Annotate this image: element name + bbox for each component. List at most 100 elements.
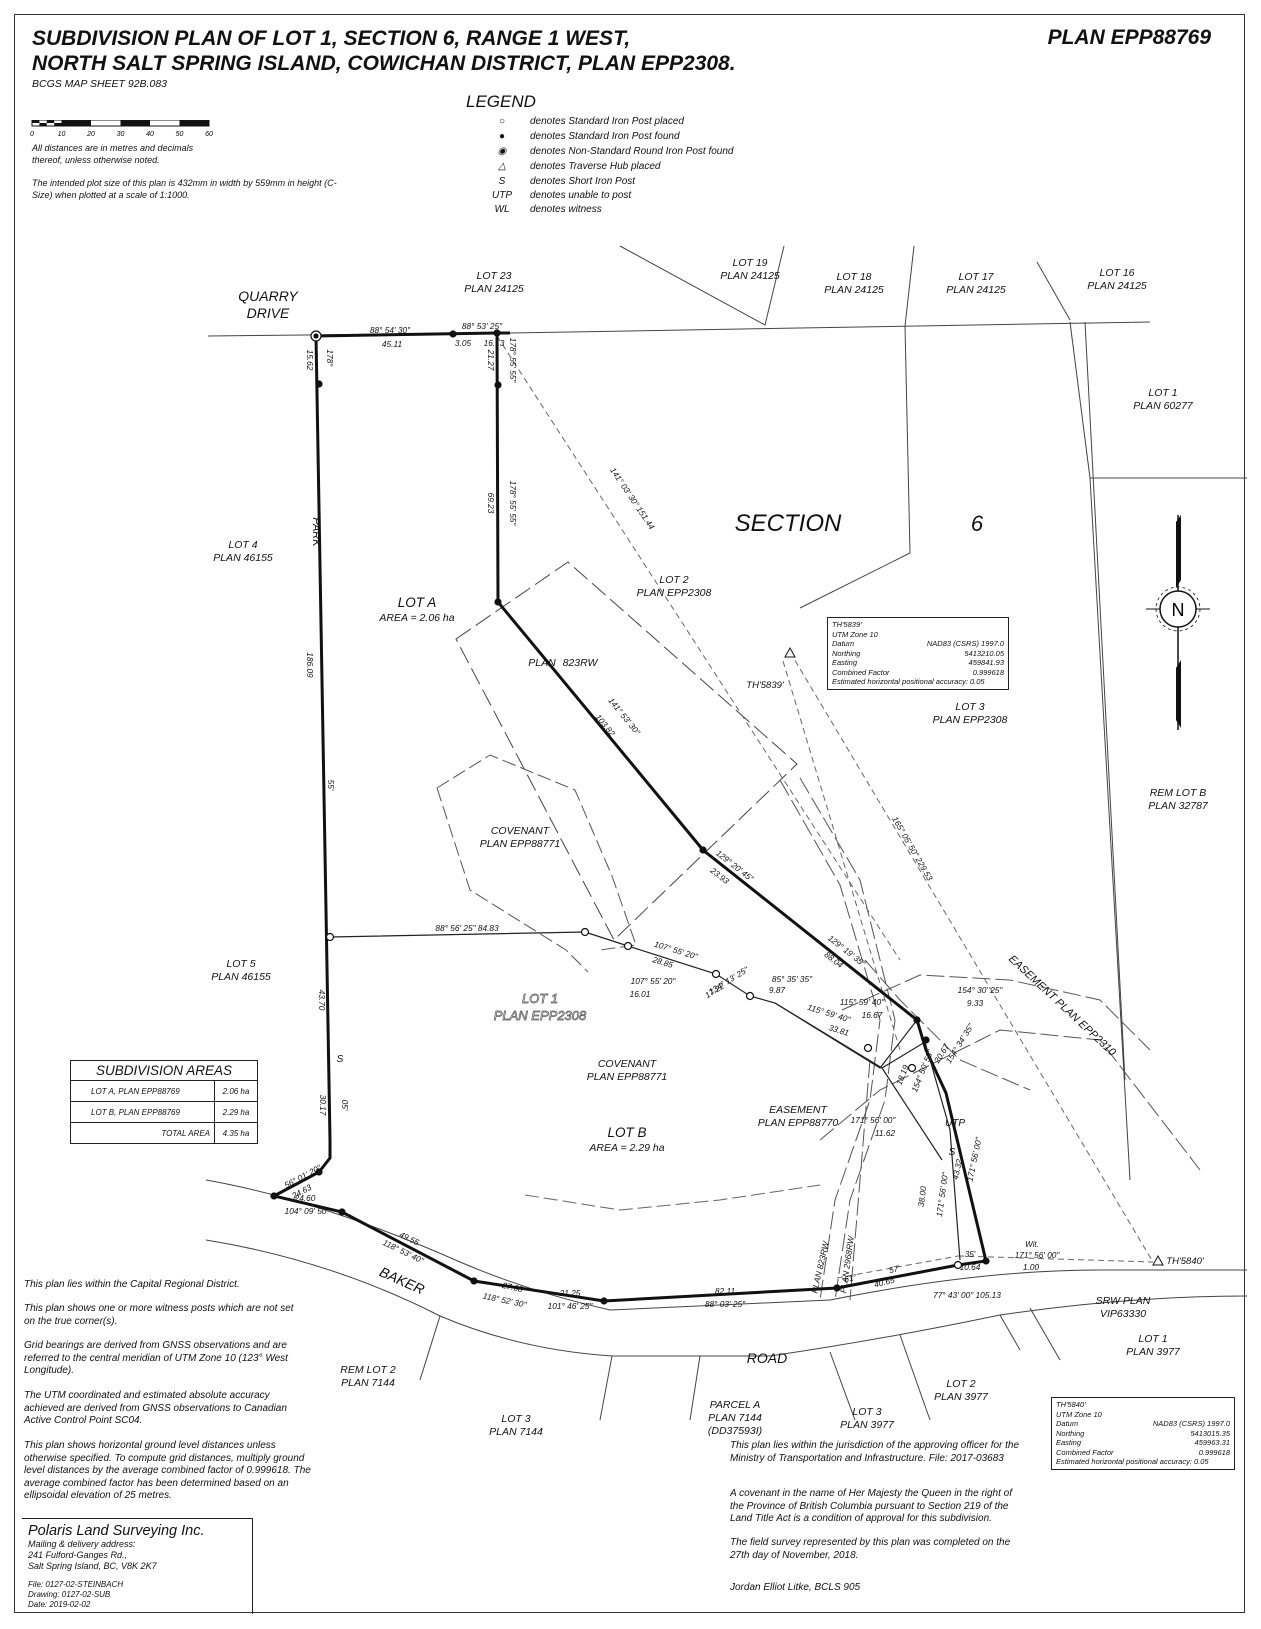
bearing-label: 57' xyxy=(888,1263,901,1275)
lot-label: LOT 4 xyxy=(228,539,257,551)
distance-label: 28.85 xyxy=(651,954,675,970)
note: This plan shows horizontal ground level … xyxy=(24,1440,311,1501)
lot-label: LOT 3 xyxy=(955,701,984,713)
plan-823rw-label: PLAN xyxy=(528,657,556,669)
note: This plan lies within the jurisdiction o… xyxy=(730,1440,1020,1464)
areas-title: SUBDIVISION AREAS xyxy=(71,1061,257,1081)
covenant-label: PLAN EPP88771 xyxy=(480,838,561,850)
post-placed-icon: ○ xyxy=(498,116,506,127)
bearing-label: 35' xyxy=(965,1249,976,1259)
bearing-label: 88° 53' 25" xyxy=(462,321,503,331)
ghost-lot-label: LOT 1 xyxy=(522,991,558,1006)
bearing-label: 77° 43' 00" 105.13 xyxy=(933,1290,1001,1300)
section-label: SECTION xyxy=(735,510,842,537)
distance-label: 16.67 xyxy=(862,1010,883,1020)
note: This plan lies within the Capital Region… xyxy=(24,1279,240,1290)
bearing-label: 101° 46' 25" xyxy=(548,1301,594,1311)
north-label: N xyxy=(1172,600,1185,620)
short-post-label: S xyxy=(949,1147,956,1158)
srw-label: SRW PLAN xyxy=(1096,1295,1151,1307)
bearing-label: 115° 59' 40" xyxy=(840,997,885,1007)
note: The UTM coordinated and estimated absolu… xyxy=(24,1390,287,1426)
utm-title: TH'5840' xyxy=(1056,1400,1086,1409)
parcel-label: (DD37593I) xyxy=(708,1425,762,1437)
lot-label: LOT 1 xyxy=(1138,1333,1167,1345)
company-name: Polaris Land Surveying Inc. xyxy=(28,1523,205,1539)
distance-label: 3.05 xyxy=(455,338,472,348)
road-plan-label: PLAN 823RW xyxy=(809,1240,831,1295)
legend-item: △denotes Traverse Hub placed xyxy=(474,161,660,172)
distance-label: 103.82 xyxy=(593,712,617,738)
covenant-label: COVENANT xyxy=(491,825,551,837)
distance-label: 16.01 xyxy=(630,989,651,999)
utm-accuracy: Estimated horizontal positional accuracy… xyxy=(832,677,985,686)
utm-zone: UTM Zone 10 xyxy=(832,629,878,639)
bearing-label: 55' xyxy=(326,780,336,791)
quarry-drive-label: DRIVE xyxy=(247,305,290,321)
scale-bar: 0 10 20 30 40 50 60 xyxy=(30,120,213,138)
utp-symbol: UTP xyxy=(492,190,512,201)
short-post-label: S xyxy=(337,1054,344,1065)
distance-label: 45.11 xyxy=(382,339,402,349)
lot-label: LOT 1 xyxy=(1148,387,1177,399)
parcel-label: PARCEL A xyxy=(710,1399,761,1411)
distance-label: 69.23 xyxy=(486,493,496,514)
bearing-label: 171° 56' 00" xyxy=(851,1115,897,1125)
lot-label: LOT 19 xyxy=(732,257,767,269)
bearing-label: 107° 55' 20" xyxy=(631,976,677,986)
utp-label: UTP xyxy=(945,1118,965,1129)
distance-label: 9.33 xyxy=(967,998,984,1008)
bearing-label: 05' xyxy=(340,1100,350,1111)
lot-label: PLAN 24125 xyxy=(946,284,1006,296)
distance-label: 10.64 xyxy=(960,1262,981,1272)
park-label: PARK xyxy=(310,517,322,547)
section-number: 6 xyxy=(971,511,984,536)
lot-label: REM LOT B xyxy=(1150,787,1207,799)
lot-label: PLAN 46155 xyxy=(213,552,273,564)
traverse-hub-icon xyxy=(1152,1254,1164,1266)
parcel-label: PLAN 7144 xyxy=(708,1412,762,1424)
distance-label: 33.81 xyxy=(827,1022,850,1038)
distance-label: 40.65 xyxy=(873,1275,896,1290)
lot-label: PLAN 3977 xyxy=(840,1419,895,1431)
distance-note: All distances are in metres and decimals… xyxy=(32,143,194,165)
th-label: TH'5839' xyxy=(746,680,785,691)
lot-label: LOT 3 xyxy=(501,1413,530,1425)
lot-label: PLAN 24125 xyxy=(824,284,884,296)
lot-label: LOT 3 xyxy=(852,1406,881,1418)
bearing-label: 88° 54' 30" xyxy=(370,325,411,335)
scale-tick-20: 20 xyxy=(86,131,95,138)
lot-label: LOT 5 xyxy=(226,958,255,970)
lot-label: LOT 2 xyxy=(946,1378,975,1390)
bearing-label: 178° 55' 55" xyxy=(508,481,518,527)
scale-tick-40: 40 xyxy=(146,131,154,138)
distance-label: 21.27 xyxy=(486,349,496,371)
distance-label: 21.25 xyxy=(559,1288,581,1298)
utm-zone: UTM Zone 10 xyxy=(1056,1409,1102,1419)
lot-label: REM LOT 2 xyxy=(340,1364,396,1376)
lot-label: PLAN 32787 xyxy=(1148,800,1209,812)
title-line-2: NORTH SALT SPRING ISLAND, COWICHAN DISTR… xyxy=(32,52,736,75)
lot-label: PLAN 7144 xyxy=(341,1377,395,1389)
lot-a-area: AREA = 2.06 ha xyxy=(378,612,454,624)
distance-label: 186.09 xyxy=(305,652,315,678)
lot-label: PLAN EPP2308 xyxy=(637,587,712,599)
scale-tick-30: 30 xyxy=(117,131,125,138)
legend-item: ●denotes Standard Iron Post found xyxy=(474,131,680,142)
bearing-label: 88° 56' 25" 84.83 xyxy=(435,923,499,933)
traverse-hub-icon: △ xyxy=(498,161,506,172)
scale-tick-0: 0 xyxy=(30,131,34,138)
scale-tick-10: 10 xyxy=(58,131,66,138)
utm-accuracy: Estimated horizontal positional accuracy… xyxy=(1056,1457,1209,1466)
witness-symbol: WL xyxy=(494,204,510,215)
srw-label: VIP63330 xyxy=(1100,1308,1146,1320)
lot-label: LOT 18 xyxy=(836,271,871,283)
